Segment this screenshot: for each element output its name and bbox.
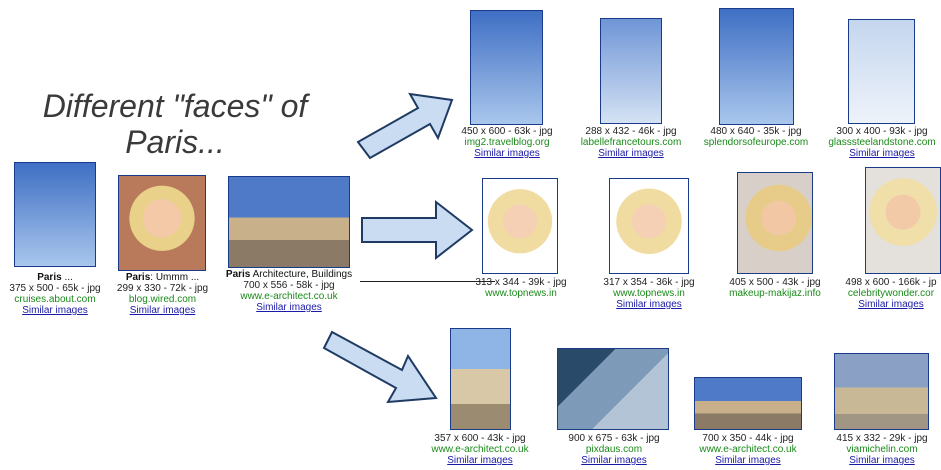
- similar-images-link[interactable]: Similar images: [581, 455, 647, 466]
- result-thumb-hilton[interactable]: [118, 175, 206, 271]
- result-title-bold: Paris: [37, 272, 62, 283]
- result-caption-1: Paris ... 375 x 500 - 65k - jpg cruises.…: [0, 272, 110, 316]
- similar-images-link[interactable]: Similar images: [22, 305, 88, 316]
- result-thumb-louvre[interactable]: [228, 176, 350, 268]
- heading-line-1: Different "faces" of: [42, 88, 308, 124]
- result-site[interactable]: img2.travelblog.org: [464, 137, 550, 148]
- result-thumb-eiffel[interactable]: [14, 162, 96, 267]
- arrow-right-icon: [361, 199, 474, 261]
- louvre-caption-4: 415 x 332 - 29k - jpg viamichelin.com Si…: [826, 433, 938, 466]
- result-site[interactable]: www.e-architect.co.uk: [240, 291, 338, 302]
- result-title-rest: : Ummm ...: [150, 272, 200, 283]
- hilton-thumb-2[interactable]: [609, 178, 689, 274]
- result-site[interactable]: splendorsofeurope.com: [703, 137, 809, 148]
- similar-images-link[interactable]: Similar images: [616, 299, 682, 310]
- similar-images-link[interactable]: Similar images: [129, 305, 196, 316]
- arrow-down-right-icon: [322, 330, 438, 404]
- louvre-caption-2: 900 x 675 - 63k - jpg pixdaus.com Simila…: [558, 433, 670, 466]
- result-title-bold: Paris: [125, 272, 151, 283]
- similar-images-link[interactable]: Similar images: [447, 455, 513, 466]
- louvre-thumb-2[interactable]: [557, 348, 669, 430]
- louvre-thumb-4[interactable]: [834, 353, 929, 430]
- hilton-caption-2: 317 x 354 - 36k - jpg www.topnews.in Sim…: [594, 277, 704, 310]
- similar-images-link[interactable]: Similar images: [256, 302, 322, 313]
- result-meta: 415 x 332 - 29k - jpg: [836, 433, 928, 444]
- result-meta: 300 x 400 - 93k - jpg: [836, 126, 928, 137]
- result-meta: 900 x 675 - 63k - jpg: [568, 433, 660, 444]
- result-site[interactable]: labellefrancetours.com: [580, 137, 682, 148]
- result-meta: 480 x 640 - 35k - jpg: [710, 126, 802, 137]
- tower-caption-4: 300 x 400 - 93k - jpg glasssteelandstone…: [826, 126, 938, 159]
- similar-images-link[interactable]: Similar images: [858, 299, 924, 310]
- result-site[interactable]: pixdaus.com: [585, 444, 643, 455]
- heading: Different "faces" of Paris...: [30, 88, 320, 160]
- result-meta: 375 x 500 - 65k - jpg: [9, 283, 101, 294]
- result-site[interactable]: celebritywonder.cor: [847, 288, 935, 299]
- result-meta: 299 x 330 - 72k - jpg: [116, 283, 209, 294]
- hilton-thumb-1[interactable]: [482, 178, 558, 274]
- result-title-rest: Architecture, Buildings: [250, 269, 353, 280]
- louvre-caption-1: 357 x 600 - 43k - jpg www.e-architect.co…: [424, 433, 536, 466]
- result-meta: 450 x 600 - 63k - jpg: [461, 126, 553, 137]
- heading-line-2: Paris...: [125, 124, 225, 160]
- hilton-caption-1: 313 x 344 - 39k - jpg www.topnews.in: [466, 277, 576, 299]
- result-site[interactable]: cruises.about.com: [14, 294, 96, 305]
- result-meta: 700 x 556 - 58k - jpg: [243, 280, 335, 291]
- result-site[interactable]: www.topnews.in: [613, 288, 685, 299]
- result-meta: 405 x 500 - 43k - jpg: [729, 277, 821, 288]
- result-title-rest: ...: [61, 272, 73, 283]
- similar-images-link[interactable]: Similar images: [849, 455, 915, 466]
- tower-caption-1: 450 x 600 - 63k - jpg img2.travelblog.or…: [452, 126, 562, 159]
- hilton-thumb-3[interactable]: [737, 172, 813, 274]
- similar-images-link[interactable]: Similar images: [715, 455, 781, 466]
- hilton-thumb-4[interactable]: [865, 167, 941, 274]
- result-meta: 498 x 600 - 166k - jp: [845, 277, 937, 288]
- result-meta: 700 x 350 - 44k - jpg: [702, 433, 794, 444]
- arrow-up-right-icon: [356, 92, 454, 160]
- result-meta: 357 x 600 - 43k - jpg: [434, 433, 526, 444]
- hilton-caption-3: 405 x 500 - 43k - jpg makeup-makijaz.inf…: [720, 277, 830, 299]
- hilton-caption-4: 498 x 600 - 166k - jp celebritywonder.co…: [841, 277, 941, 310]
- similar-images-link[interactable]: Similar images: [598, 148, 664, 159]
- result-site[interactable]: www.topnews.in: [485, 288, 557, 299]
- similar-images-link[interactable]: Similar images: [474, 148, 540, 159]
- tower-thumb-4[interactable]: [848, 19, 915, 124]
- tower-caption-3: 480 x 640 - 35k - jpg splendorsofeurope.…: [700, 126, 812, 148]
- louvre-thumb-1[interactable]: [450, 328, 511, 430]
- result-meta: 288 x 432 - 46k - jpg: [585, 126, 677, 137]
- tower-thumb-3[interactable]: [719, 8, 794, 125]
- result-title-bold: Paris: [225, 269, 251, 280]
- result-meta: 313 x 344 - 39k - jpg: [475, 277, 567, 288]
- louvre-thumb-3[interactable]: [694, 377, 802, 430]
- result-site[interactable]: glasssteelandstone.com: [828, 137, 936, 148]
- tower-caption-2: 288 x 432 - 46k - jpg labellefrancetours…: [576, 126, 686, 159]
- tower-thumb-2[interactable]: [600, 18, 662, 124]
- result-caption-3: Paris Architecture, Buildings 700 x 556 …: [214, 269, 364, 313]
- result-site[interactable]: www.e-architect.co.uk: [431, 444, 529, 455]
- similar-images-link[interactable]: Similar images: [849, 148, 915, 159]
- result-site[interactable]: blog.wired.com: [128, 294, 197, 305]
- result-meta: 317 x 354 - 36k - jpg: [603, 277, 695, 288]
- tower-thumb-1[interactable]: [470, 10, 543, 125]
- result-site[interactable]: viamichelin.com: [846, 444, 918, 455]
- result-site[interactable]: www.e-architect.co.uk: [699, 444, 797, 455]
- connector-line: [360, 281, 495, 282]
- louvre-caption-3: 700 x 350 - 44k - jpg www.e-architect.co…: [692, 433, 804, 466]
- result-site[interactable]: makeup-makijaz.info: [729, 288, 821, 299]
- result-caption-2: Paris: Ummm ... 299 x 330 - 72k - jpg bl…: [110, 272, 215, 316]
